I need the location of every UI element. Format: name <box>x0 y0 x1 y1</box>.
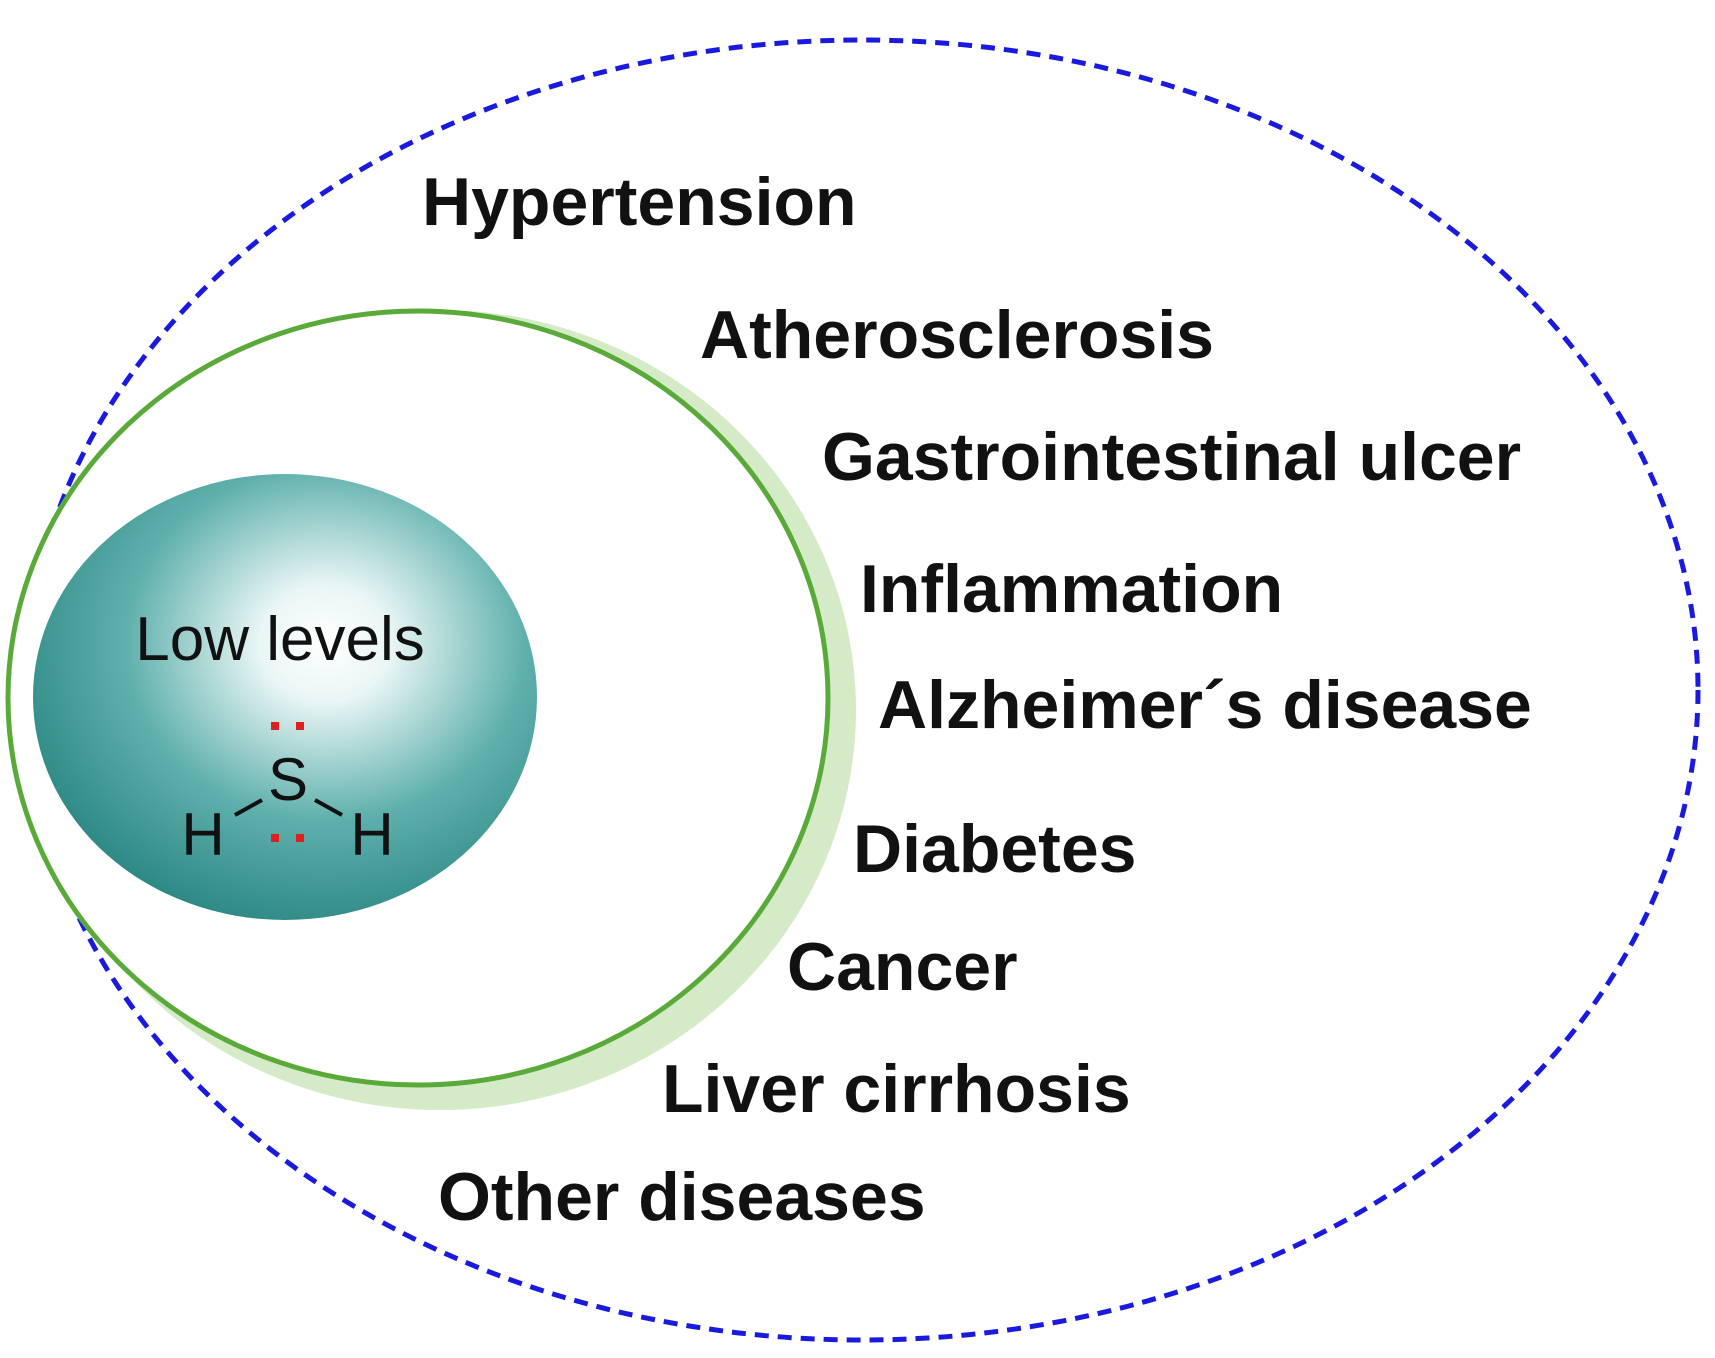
disease-liver-cirrhosis: Liver cirrhosis <box>662 1051 1131 1127</box>
sulfur-atom-label: S <box>268 746 308 813</box>
hydrogen-right-label: H <box>350 801 393 868</box>
disease-other: Other diseases <box>438 1159 926 1235</box>
outer-dashed-ellipse <box>23 37 1701 1343</box>
teal-sphere <box>33 474 537 920</box>
disease-cancer: Cancer <box>787 929 1018 1005</box>
lone-pair-dot <box>271 722 279 730</box>
disease-gastrointestinal-ulcer: Gastrointestinal ulcer <box>822 419 1521 495</box>
bond-left <box>234 798 263 817</box>
low-levels-label: Low levels <box>135 605 424 674</box>
disease-inflammation: Inflammation <box>860 551 1283 627</box>
disease-atherosclerosis: Atherosclerosis <box>700 297 1214 373</box>
disease-alzheimers: Alzheimer´s disease <box>878 667 1532 743</box>
bond-right <box>314 798 343 817</box>
lone-pair-dot <box>296 834 304 842</box>
h2s-molecule: S H H <box>181 722 394 868</box>
disease-diabetes: Diabetes <box>853 811 1136 887</box>
lone-pair-dot <box>296 722 304 730</box>
hydrogen-left-label: H <box>181 801 224 868</box>
disease-hypertension: Hypertension <box>422 164 857 240</box>
lone-pair-dot <box>271 834 279 842</box>
